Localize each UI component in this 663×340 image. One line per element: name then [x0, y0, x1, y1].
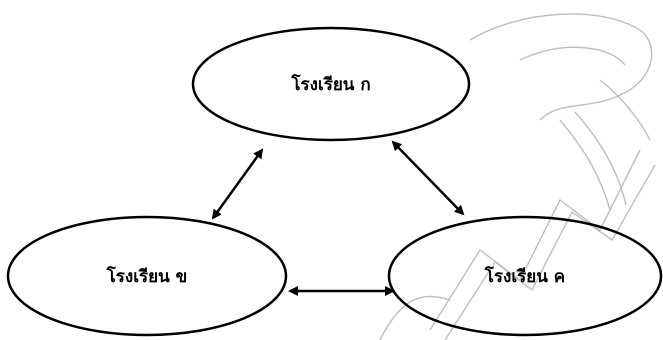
node-label-school-b: โรงเรียน ข [106, 266, 188, 287]
watermark [379, 13, 656, 340]
node-label-school-a: โรงเรียน ก [290, 74, 370, 95]
node-school-b: โรงเรียน ข [6, 215, 288, 337]
arrow-school-a-school-c [391, 140, 465, 216]
node-school-a: โรงเรียน ก [191, 26, 471, 142]
arrow-school-a-school-b [211, 148, 264, 220]
node-school-c: โรงเรียน ค [387, 215, 663, 337]
node-label-school-c: โรงเรียน ค [484, 266, 565, 287]
